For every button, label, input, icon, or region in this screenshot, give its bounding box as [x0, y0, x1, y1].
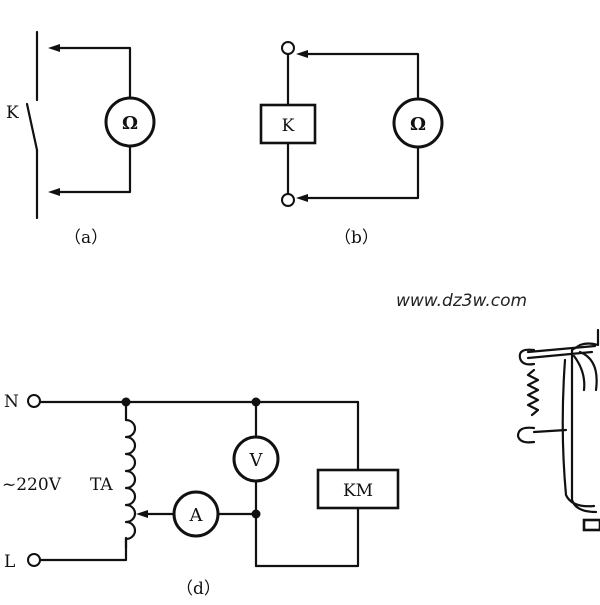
terminal-n [27, 394, 41, 408]
bottom-return-wire [254, 506, 360, 568]
junction-dot [251, 509, 261, 519]
armature-bar [526, 344, 597, 354]
coil-terminal-bottom [281, 193, 295, 207]
arrow-icon [48, 188, 60, 196]
relay-sketch [516, 328, 600, 532]
contactor-label: KM [343, 481, 373, 501]
contact-strip [578, 350, 598, 392]
circuit-a: K Ω （a） [6, 30, 156, 248]
arrow-icon [136, 510, 148, 518]
lower-arm [532, 428, 568, 434]
arrow-icon [296, 50, 308, 58]
relay-frame-inner [561, 358, 596, 508]
lower-test-lead [54, 145, 132, 194]
watermark: www.dz3w.com [396, 291, 527, 311]
circuit-d: N L ~220V TA A V KM （d [2, 392, 400, 599]
arrow-icon [48, 44, 60, 52]
terminal-l [27, 553, 41, 567]
voltmeter-symbol: V [249, 450, 264, 471]
spring-hook-top [518, 348, 536, 366]
ohmmeter-icon [104, 96, 156, 148]
switch-blade [25, 102, 39, 152]
spring-icon [526, 368, 540, 417]
arrow-icon [296, 194, 308, 202]
supply-label: ~220V [2, 475, 62, 495]
contact-strip-inner [572, 354, 586, 392]
ohmmeter-symbol: Ω [410, 114, 426, 135]
bottom-wire-left [38, 536, 128, 562]
coil-terminal-top [281, 41, 295, 55]
lower-test-lead [302, 145, 420, 200]
relay-base [582, 518, 600, 532]
terminal-l-label: L [4, 552, 15, 572]
caption-a: （a） [64, 228, 108, 248]
terminal-n-label: N [4, 392, 19, 412]
caption-b: （b） [334, 228, 379, 248]
transformer-label: TA [90, 475, 113, 495]
ammeter-symbol: A [189, 505, 204, 526]
upper-test-lead [302, 52, 420, 100]
spring-hook-bottom [516, 426, 536, 444]
ohmmeter-icon [392, 97, 444, 149]
coil-label: K [282, 116, 295, 136]
relay-coil-box [259, 103, 317, 145]
contactor-coil-box [316, 468, 400, 510]
caption-d: （d） [176, 579, 221, 599]
circuit-b: K Ω （b） [259, 41, 444, 248]
upper-test-lead [54, 46, 132, 100]
switch-label: K [6, 103, 19, 123]
transformer-winding [124, 418, 137, 541]
ohmmeter-symbol: Ω [122, 113, 138, 134]
